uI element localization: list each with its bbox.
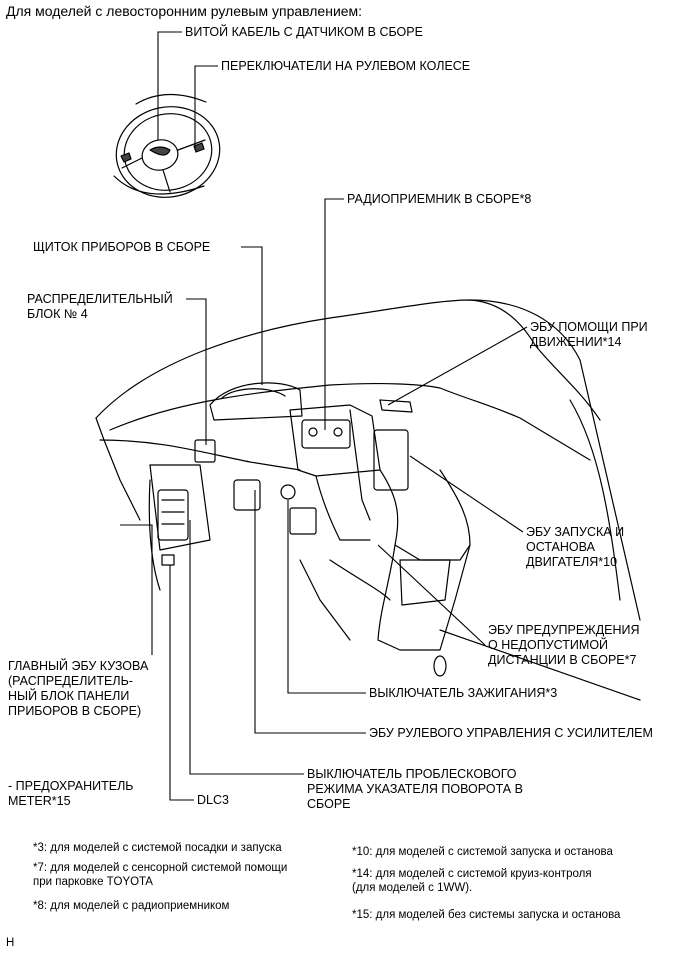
label-combination-meter: ЩИТОК ПРИБОРОВ В СБОРЕ (33, 240, 211, 254)
label-hazard-switch: ВЫКЛЮЧАТЕЛЬ ПРОБЛЕСКОВОГО РЕЖИМА УКАЗАТЕ… (307, 767, 523, 811)
label-dlc3: DLC3 (197, 793, 229, 807)
note-3: *3: для моделей с системой посадки и зап… (33, 842, 282, 854)
note-15: *15: для моделей без системы запуска и о… (352, 909, 621, 921)
note-7: *7: для моделей с сенсорной системой пом… (33, 862, 288, 888)
instrument-panel-drawing (95, 299, 641, 701)
label-driving-support-ecu: ЭБУ ПОМОЩИ ПРИ ДВИЖЕНИИ*14 (530, 320, 648, 349)
label-fuse-meter: - ПРЕДОХРАНИТЕЛЬ METER*15 (8, 779, 134, 808)
label-steering-switches: ПЕРЕКЛЮЧАТЕЛИ НА РУЛЕВОМ КОЛЕСЕ (221, 59, 471, 73)
page-title: Для моделей с левосторонним рулевым упра… (6, 3, 363, 19)
footer-mark: H (6, 937, 15, 949)
label-power-steering-ecu: ЭБУ РУЛЕВОГО УПРАВЛЕНИЯ С УСИЛИТЕЛЕМ (369, 726, 653, 740)
label-junction-block-4: РАСПРЕДЕЛИТЕЛЬНЫЙ БЛОК № 4 (27, 292, 173, 321)
note-14: *14: для моделей с системой круиз-контро… (352, 868, 592, 894)
label-clearance-warning-ecu: ЭБУ ПРЕДУПРЕЖДЕНИЯ О НЕДОПУСТИМОЙ ДИСТАН… (488, 623, 640, 667)
steering-wheel-drawing (113, 93, 221, 198)
label-ignition-switch: ВЫКЛЮЧАТЕЛЬ ЗАЖИГАНИЯ*3 (369, 686, 558, 700)
note-10: *10: для моделей с системой запуска и ос… (352, 846, 613, 858)
label-radio: РАДИОПРИЕМНИК В СБОРЕ*8 (347, 192, 532, 206)
label-main-body-ecu: ГЛАВНЫЙ ЭБУ КУЗОВА (РАСПРЕДЕЛИТЕЛЬ- НЫЙ … (8, 659, 149, 718)
label-spiral-cable: ВИТОЙ КАБЕЛЬ С ДАТЧИКОМ В СБОРЕ (185, 25, 423, 39)
label-stop-start-ecu: ЭБУ ЗАПУСКА И ОСТАНОВА ДВИГАТЕЛЯ*10 (526, 525, 625, 569)
note-8: *8: для моделей с радиоприемником (33, 900, 230, 912)
